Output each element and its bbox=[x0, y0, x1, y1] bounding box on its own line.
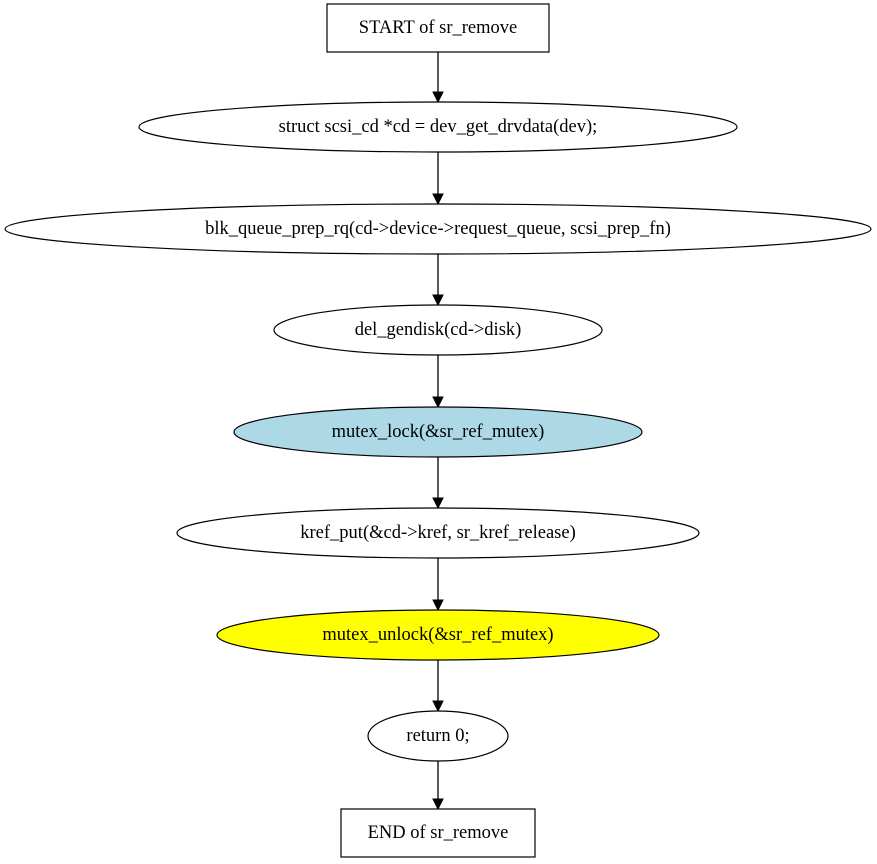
edge-arrow bbox=[432, 152, 444, 206]
node-label: mutex_lock(&sr_ref_mutex) bbox=[332, 422, 545, 442]
arrowhead-icon bbox=[432, 91, 444, 104]
node-ellipse bbox=[4, 203, 872, 255]
flow-node-n7: return 0; bbox=[367, 710, 509, 762]
node-ellipse bbox=[176, 507, 700, 559]
flow-node-n6: mutex_unlock(&sr_ref_mutex) bbox=[216, 609, 660, 661]
node-box bbox=[326, 3, 550, 53]
flow-node-n3: del_gendisk(cd->disk) bbox=[273, 304, 603, 356]
arrowhead-icon bbox=[432, 396, 444, 409]
edge-arrow bbox=[432, 457, 444, 510]
node-label: return 0; bbox=[406, 726, 469, 746]
node-label: START of sr_remove bbox=[359, 18, 517, 38]
flow-node-start: START of sr_remove bbox=[326, 3, 550, 53]
arrowhead-icon bbox=[432, 599, 444, 612]
arrowhead-icon bbox=[432, 798, 444, 811]
node-ellipse bbox=[367, 710, 509, 762]
node-label: mutex_unlock(&sr_ref_mutex) bbox=[322, 625, 553, 645]
arrowhead-icon bbox=[432, 700, 444, 713]
edges-layer bbox=[432, 52, 444, 811]
node-ellipse bbox=[233, 406, 643, 458]
node-ellipse bbox=[138, 101, 738, 153]
node-ellipse bbox=[216, 609, 660, 661]
flow-node-n5: kref_put(&cd->kref, sr_kref_release) bbox=[176, 507, 700, 559]
arrowhead-icon bbox=[432, 193, 444, 206]
node-label: struct scsi_cd *cd = dev_get_drvdata(dev… bbox=[279, 117, 598, 137]
flow-node-n1: struct scsi_cd *cd = dev_get_drvdata(dev… bbox=[138, 101, 738, 153]
node-label: kref_put(&cd->kref, sr_kref_release) bbox=[300, 523, 575, 543]
flow-node-end: END of sr_remove bbox=[340, 808, 536, 858]
edge-arrow bbox=[432, 558, 444, 612]
flow-node-n4: mutex_lock(&sr_ref_mutex) bbox=[233, 406, 643, 458]
node-label: del_gendisk(cd->disk) bbox=[355, 320, 522, 340]
node-ellipse bbox=[273, 304, 603, 356]
edge-arrow bbox=[432, 660, 444, 713]
node-label: blk_queue_prep_rq(cd->device->request_qu… bbox=[205, 219, 671, 239]
edge-arrow bbox=[432, 761, 444, 811]
flow-node-n2: blk_queue_prep_rq(cd->device->request_qu… bbox=[4, 203, 872, 255]
arrowhead-icon bbox=[432, 497, 444, 510]
node-box bbox=[340, 808, 536, 858]
edge-arrow bbox=[432, 52, 444, 104]
node-label: END of sr_remove bbox=[368, 823, 509, 843]
edge-arrow bbox=[432, 355, 444, 409]
edge-arrow bbox=[432, 254, 444, 307]
arrowhead-icon bbox=[432, 294, 444, 307]
